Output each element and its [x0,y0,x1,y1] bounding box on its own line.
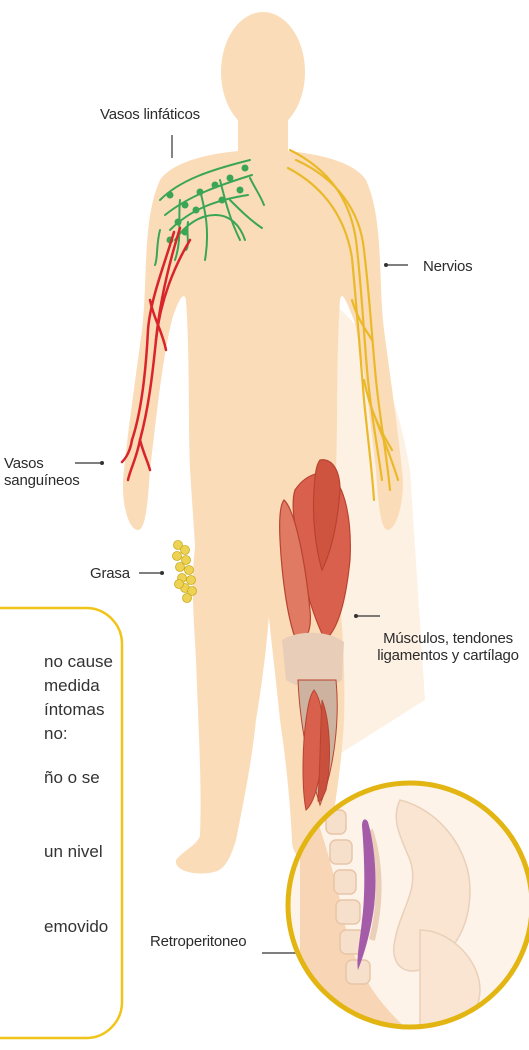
info-box-line: íntomas [44,700,104,720]
knee-cartilage [282,633,344,688]
info-box-line: medida [44,676,100,696]
info-box-line: ño o se [44,768,100,788]
info-box-line: emovido [44,917,108,937]
info-box-line: un nivel [44,842,103,862]
info-box [0,608,122,1038]
info-box-line: no cause [44,652,113,672]
label-muscles: Músculos, tendones ligamentos y cartílag… [369,630,527,664]
label-retroperitoneum: Retroperitoneo [150,933,246,950]
fat-cluster [173,541,197,603]
label-fat: Grasa [90,565,130,582]
info-box-line: no: [44,724,68,744]
label-lymph-vessels: Vasos linfáticos [100,106,240,123]
label-blood-vessels: Vasos sanguíneos [4,455,104,489]
label-nerves: Nervios [423,258,472,275]
